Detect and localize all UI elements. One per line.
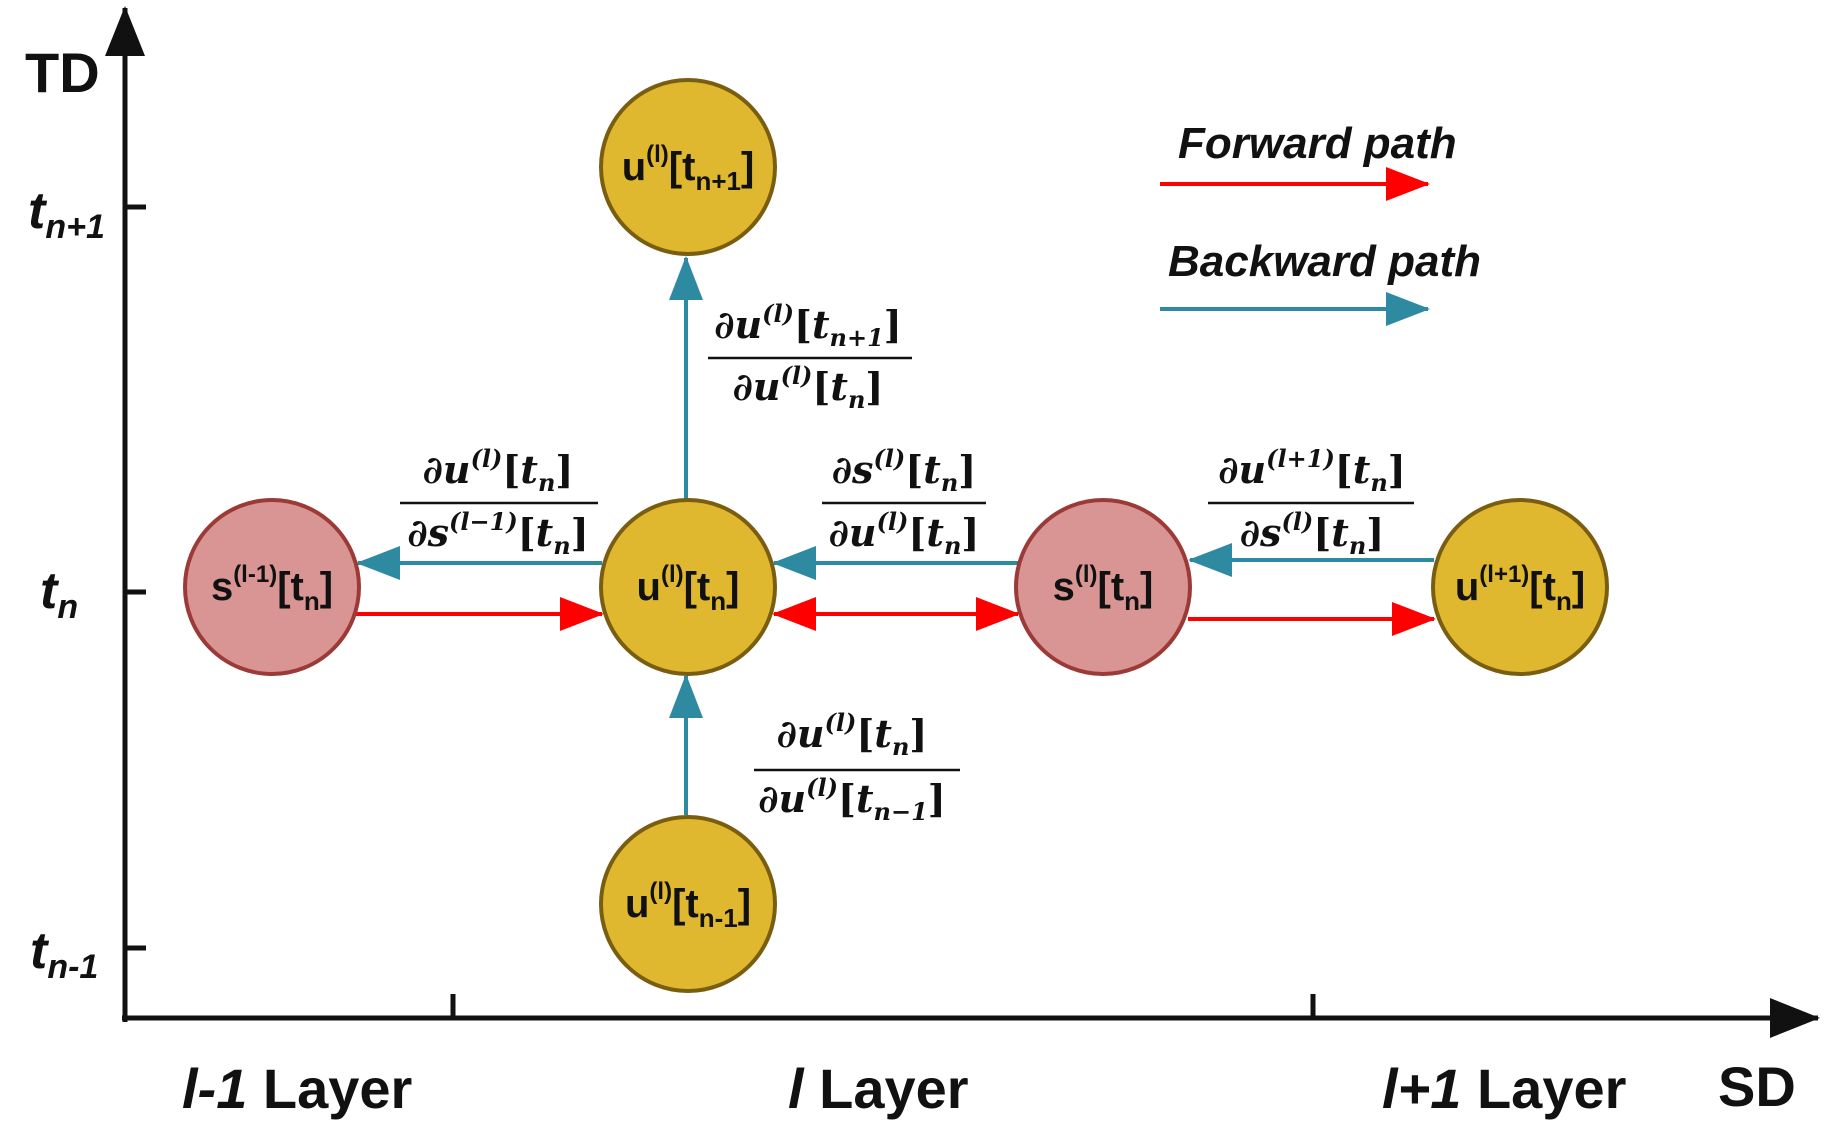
gradient-left-numerator: ∂u(l)[tn] xyxy=(423,444,574,497)
layer-label-prev: l-1 Layer xyxy=(182,1057,412,1120)
node-s-current: s(l)[tn] xyxy=(1014,498,1192,676)
node-s-prev-layer-label: s(l-1)[tn] xyxy=(211,561,333,616)
gradient-middle-numerator: ∂s(l)[tn] xyxy=(832,444,977,497)
gradient-top: ∂u(l)[tn+1] ∂u(l)[tn] xyxy=(708,299,912,414)
tick-label-t-n-plus-1: tn+1 xyxy=(28,182,105,246)
layer-label-next: l+1 Layer xyxy=(1382,1057,1626,1120)
node-u-current-label: u(l)[tn] xyxy=(637,561,740,616)
gradient-right-numerator: ∂u(l+1)[tn] xyxy=(1218,444,1406,497)
legend: Forward path Backward path xyxy=(1160,119,1481,326)
node-u-prev-time: u(l)[tn-1] xyxy=(599,815,777,993)
tick-label-t-n: tn xyxy=(40,562,78,626)
gradient-top-denominator: ∂u(l)[tn] xyxy=(733,361,884,414)
gradient-bottom: ∂u(l)[tn] ∂u(l)[tn−1] xyxy=(754,708,960,826)
node-s-current-label: s(l)[tn] xyxy=(1053,561,1154,616)
backward-arrows xyxy=(356,256,1434,815)
gradient-labels: ∂u(l)[tn+1] ∂u(l)[tn] ∂u(l)[tn] ∂s(l−1)[… xyxy=(400,299,1414,826)
gradient-middle: ∂s(l)[tn] ∂u(l)[tn] xyxy=(822,444,986,560)
gradient-right: ∂u(l+1)[tn] ∂s(l)[tn] xyxy=(1208,444,1414,560)
gradient-bottom-denominator: ∂u(l)[tn−1] xyxy=(758,773,946,826)
gradient-middle-denominator: ∂u(l)[tn] xyxy=(829,507,980,560)
gradient-right-denominator: ∂s(l)[tn] xyxy=(1240,507,1385,560)
gradient-top-numerator: ∂u(l)[tn+1] xyxy=(714,299,902,352)
node-u-next-layer-label: u(l+1)[tn] xyxy=(1455,561,1585,616)
x-axis-title: SD xyxy=(1718,1055,1796,1118)
axes: TD SD tn+1 tn tn-1 l-1 Layer l Layer l+1… xyxy=(25,6,1820,1120)
legend-forward-label: Forward path xyxy=(1178,119,1457,168)
tick-label-t-n-minus-1: tn-1 xyxy=(30,922,98,986)
node-u-next-time-label: u(l)[tn+1] xyxy=(622,141,755,196)
legend-backward-label: Backward path xyxy=(1168,237,1481,286)
layer-label-current: l Layer xyxy=(788,1057,969,1120)
forward-arrows xyxy=(354,597,1436,636)
nodes: s(l-1)[tn] u(l)[tn] u(l)[tn+1] u(l)[tn-1… xyxy=(183,78,1609,993)
y-axis-title: TD xyxy=(25,41,100,104)
gradient-left-denominator: ∂s(l−1)[tn] xyxy=(407,507,588,560)
node-u-current: u(l)[tn] xyxy=(599,498,777,676)
gradient-bottom-numerator: ∂u(l)[tn] xyxy=(777,708,928,761)
node-s-prev-layer: s(l-1)[tn] xyxy=(183,498,361,676)
gradient-left: ∂u(l)[tn] ∂s(l−1)[tn] xyxy=(400,444,598,560)
node-u-next-layer: u(l+1)[tn] xyxy=(1431,498,1609,676)
node-u-prev-time-label: u(l)[tn-1] xyxy=(625,878,751,933)
node-u-next-time: u(l)[tn+1] xyxy=(599,78,777,256)
